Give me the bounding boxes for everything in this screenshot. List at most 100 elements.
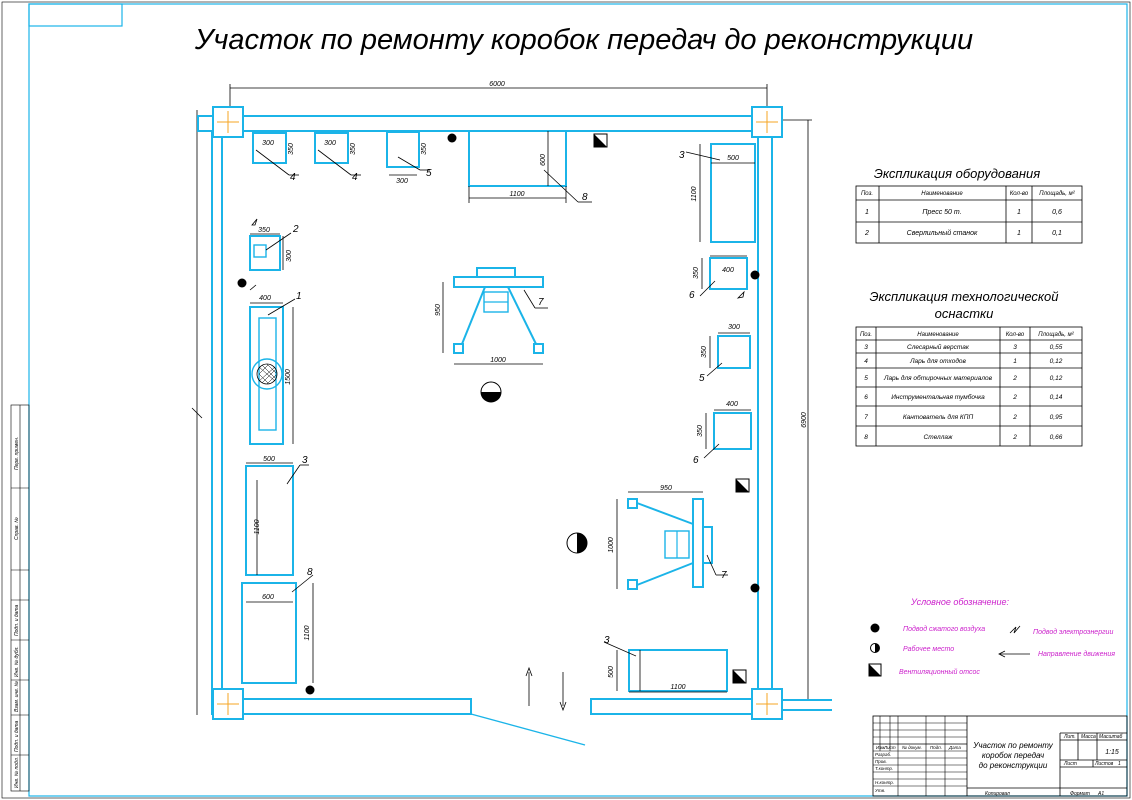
tl-cell-1-3: 0,12 [1050, 358, 1063, 365]
tl-cell-4-0: 7 [864, 414, 868, 421]
stamp-col-1: Лист [883, 745, 896, 750]
dim-d19: 300 [728, 324, 740, 331]
tl-header-2: Кол-во [1006, 332, 1025, 338]
stamp-row-0: Разраб. [875, 752, 891, 757]
column-bottom-left [212, 688, 244, 720]
tl-cell-1-2: 1 [1013, 358, 1017, 365]
dim-d24: 1100 [254, 519, 261, 534]
stamp-sheets: Листов [1094, 761, 1114, 767]
tl-cell-2-2: 2 [1012, 375, 1017, 382]
rag-bin-5b: 300 350 5 [699, 324, 751, 384]
ventilation-icon [593, 133, 608, 148]
pos-label-5b: 5 [699, 373, 705, 384]
eq-cell-0-1: Пресс 50 т. [922, 209, 961, 216]
workplace-icon [870, 643, 880, 653]
pos-label-3b: 3 [302, 455, 308, 466]
eq-cell-0-0: 1 [865, 209, 869, 216]
side-strip: Перв. примен. Справ. № Подп. и дата Инв.… [10, 404, 30, 792]
stamp-lit: Лит. [1063, 734, 1076, 740]
dim-d30: 1100 [670, 684, 685, 691]
pos-label-8a: 8 [582, 192, 588, 203]
workplace-icon [566, 532, 588, 554]
stamp-row-4: Утв. [875, 788, 885, 793]
dim-d1: 300 [262, 140, 274, 147]
stamp-row-1: Пров. [875, 759, 887, 764]
drawing-title: Участок по ремонту коробок передач до ре… [194, 24, 973, 56]
side-label-4: Взам. инв. № [14, 680, 20, 712]
stamp-mass: Масса [1081, 734, 1096, 740]
pos-label-6a: 6 [689, 290, 695, 301]
tl-cell-5-0: 8 [864, 434, 868, 441]
legend-item-2: Вентиляционный отсос [899, 668, 980, 676]
pos-label-1: 1 [296, 291, 302, 302]
tl-cell-4-2: 2 [1012, 414, 1017, 421]
wall-bottom-right [590, 698, 773, 715]
stamp-title-1: коробок передач [982, 751, 1044, 760]
power-supply-icon [1009, 625, 1021, 634]
dim-d16: 1000 [490, 357, 506, 364]
column-top-right [751, 106, 783, 138]
column-top-left [212, 106, 244, 138]
pos-label-7a: 7 [538, 297, 544, 308]
pos-label-4a: 4 [290, 172, 296, 183]
tool-cabinet-6a: 400 350 6 [689, 255, 748, 301]
stamp-title-0: Участок по ремонту [972, 741, 1053, 750]
tl-cell-3-1: Инструментальная тумбочка [891, 393, 985, 401]
side-label-5: Подп. и дата [14, 720, 20, 752]
dim-d27: 600 [262, 594, 274, 601]
overall-dimensions: 6000 6900 [191, 81, 812, 715]
tl-header-3: Площадь, м² [1038, 332, 1074, 338]
tl-cell-0-3: 0,55 [1050, 344, 1063, 351]
tl-cell-0-2: 3 [1013, 344, 1017, 351]
compressed-air-icon [750, 270, 760, 280]
dim-d12: 300 [286, 250, 293, 262]
tool-cabinet-6b: 400 350 6 [693, 401, 752, 466]
wall-top [197, 115, 783, 132]
tl-cell-3-3: 0,14 [1050, 394, 1063, 401]
dim-d4: 350 [350, 143, 357, 155]
stamp-col-3: Подп. [930, 745, 942, 750]
pos-label-7b: 7 [721, 570, 727, 581]
dim-d9: 500 [727, 155, 739, 162]
eq-cell-1-0: 2 [864, 230, 869, 237]
dim-width-total: 6000 [489, 81, 505, 88]
dim-d20: 350 [701, 346, 708, 358]
tl-cell-2-1: Ларь для обтирочных материалов [883, 374, 993, 382]
dim-d13: 400 [259, 295, 271, 302]
workbench-3-bottom: 500 1100 3 [603, 635, 728, 693]
pos-label-8b: 8 [307, 567, 313, 578]
compressed-air-icon [305, 685, 315, 695]
tl-cell-1-1: Ларь для отходов [909, 357, 966, 365]
tl-cell-1-0: 4 [864, 358, 868, 365]
tl-cell-3-2: 2 [1012, 394, 1017, 401]
movement-arrow-icon [525, 666, 533, 706]
legend-item-3: Подвод электроэнергии [1033, 628, 1113, 636]
stamp-col-0: Изм. [876, 745, 886, 750]
side-label-6: Инв. № подл. [14, 757, 20, 788]
dim-d11: 350 [258, 227, 270, 234]
frame-corner-box [28, 3, 123, 27]
tl-cell-3-0: 6 [864, 394, 868, 401]
dim-d18: 350 [693, 267, 700, 279]
workplace-icon [480, 381, 502, 403]
ventilation-icon [735, 478, 750, 493]
pos-label-4b: 4 [352, 172, 358, 183]
tl-cell-0-0: 3 [864, 344, 868, 351]
workbench-3-left: 500 1100 3 [245, 455, 309, 576]
pos-label-3a: 3 [679, 150, 685, 161]
stamp-scale-value: 1:15 [1105, 749, 1119, 756]
eq-header-0: Поз. [861, 191, 873, 197]
dim-d2: 350 [288, 143, 295, 155]
stamp-scale: Масштаб [1099, 734, 1123, 740]
eq-cell-1-1: Сверлильный станок [907, 229, 978, 237]
pos-label-6b: 6 [693, 455, 699, 466]
eq-cell-0-3: 0,6 [1052, 209, 1062, 216]
eq-header-3: Площадь, м² [1039, 191, 1075, 197]
side-label-2: Подп. и дата [14, 604, 20, 636]
equipment-table-caption: Экспликация оборудования [874, 166, 1040, 181]
plan-symbols [237, 133, 760, 712]
movement-arrow-icon [998, 650, 1030, 658]
press-1: 400 1500 1 [249, 284, 302, 445]
